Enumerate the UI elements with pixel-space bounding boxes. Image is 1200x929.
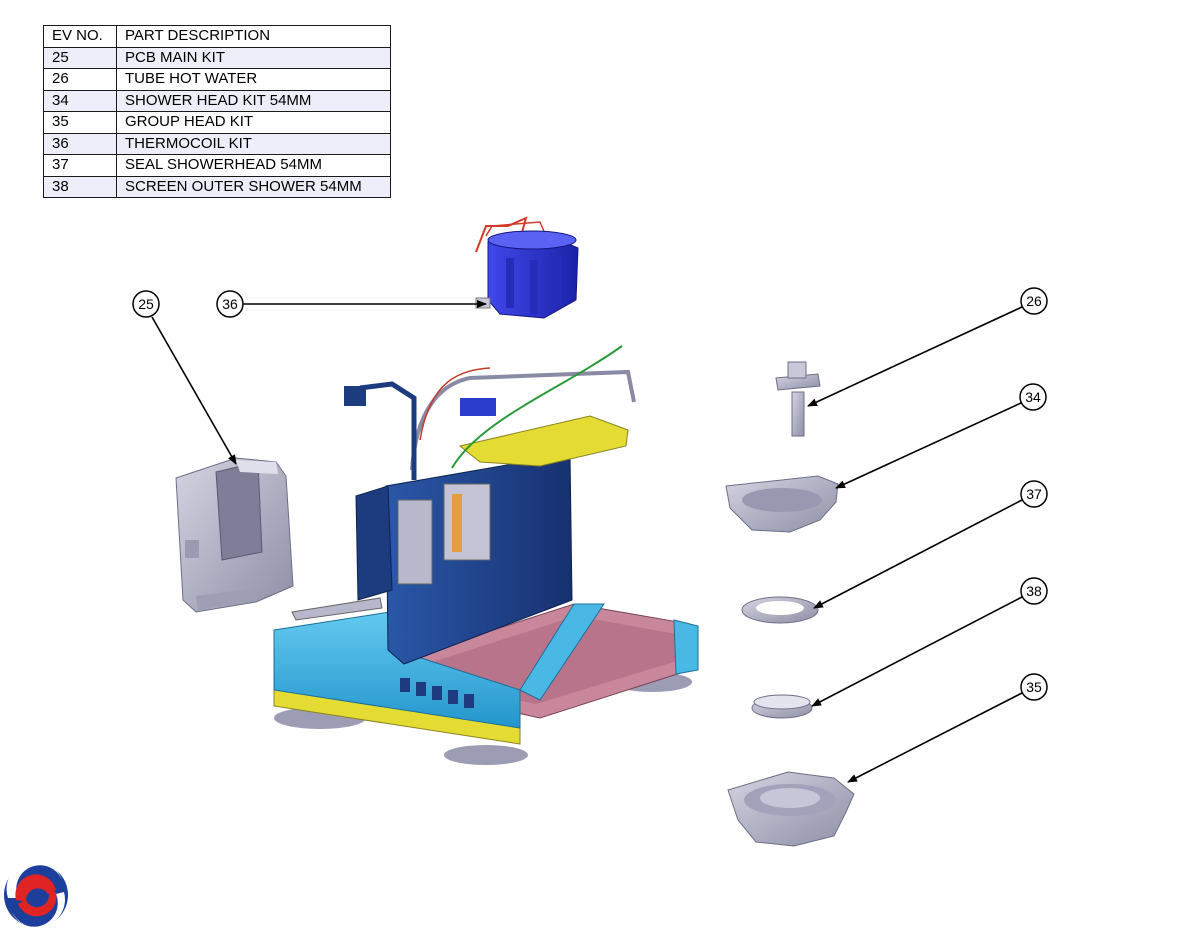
callout-34: 34 bbox=[835, 383, 1047, 489]
callout-label: 36 bbox=[222, 296, 238, 312]
callout-label: 35 bbox=[1026, 679, 1042, 695]
table-row: 25 PCB MAIN KIT bbox=[43, 46, 391, 69]
callout-38: 38 bbox=[811, 577, 1048, 707]
header-ev-no: EV NO. bbox=[43, 25, 117, 48]
table-row: 36 THERMOCOIL KIT bbox=[43, 132, 391, 155]
callout-label: 34 bbox=[1025, 389, 1041, 405]
part-description: SEAL SHOWERHEAD 54MM bbox=[116, 154, 391, 177]
table-row: 37 SEAL SHOWERHEAD 54MM bbox=[43, 154, 391, 177]
thermocoil-kit-part bbox=[475, 216, 579, 319]
part-number: 36 bbox=[43, 132, 117, 155]
part-description: PCB MAIN KIT bbox=[116, 46, 391, 69]
machine-chassis bbox=[273, 345, 699, 765]
callout-label: 25 bbox=[138, 296, 154, 312]
shower-head-kit-part bbox=[725, 475, 839, 533]
part-number: 25 bbox=[43, 46, 117, 69]
brand-logo bbox=[4, 860, 68, 928]
part-number: 34 bbox=[43, 89, 117, 112]
parts-table-header: EV NO. PART DESCRIPTION bbox=[43, 25, 391, 48]
part-description: TUBE HOT WATER bbox=[116, 68, 391, 91]
callout-35: 35 bbox=[847, 673, 1048, 783]
callout-25: 25 bbox=[132, 290, 237, 465]
callout-36: 36 bbox=[216, 290, 487, 318]
part-number: 37 bbox=[43, 154, 117, 177]
callout-label: 26 bbox=[1026, 293, 1042, 309]
tube-hot-water-part bbox=[775, 361, 821, 437]
callout-label: 38 bbox=[1026, 583, 1042, 599]
table-row: 34 SHOWER HEAD KIT 54MM bbox=[43, 89, 391, 112]
part-number: 38 bbox=[43, 175, 117, 198]
callout-26: 26 bbox=[807, 287, 1048, 407]
header-part-description: PART DESCRIPTION bbox=[116, 25, 391, 48]
part-description: SHOWER HEAD KIT 54MM bbox=[116, 89, 391, 112]
parts-table: EV NO. PART DESCRIPTION 25 PCB MAIN KIT … bbox=[43, 25, 391, 198]
table-row: 35 GROUP HEAD KIT bbox=[43, 111, 391, 134]
screen-outer-shower-part bbox=[751, 694, 813, 719]
table-row: 38 SCREEN OUTER SHOWER 54MM bbox=[43, 175, 391, 198]
seal-showerhead-part bbox=[741, 596, 819, 624]
table-row: 26 TUBE HOT WATER bbox=[43, 68, 391, 91]
callout-label: 37 bbox=[1026, 486, 1042, 502]
part-description: SCREEN OUTER SHOWER 54MM bbox=[116, 175, 391, 198]
callout-37: 37 bbox=[813, 480, 1048, 609]
part-description: GROUP HEAD KIT bbox=[116, 111, 391, 134]
group-head-kit-part bbox=[727, 771, 855, 847]
part-number: 26 bbox=[43, 68, 117, 91]
pcb-main-kit-part bbox=[175, 457, 294, 613]
part-number: 35 bbox=[43, 111, 117, 134]
